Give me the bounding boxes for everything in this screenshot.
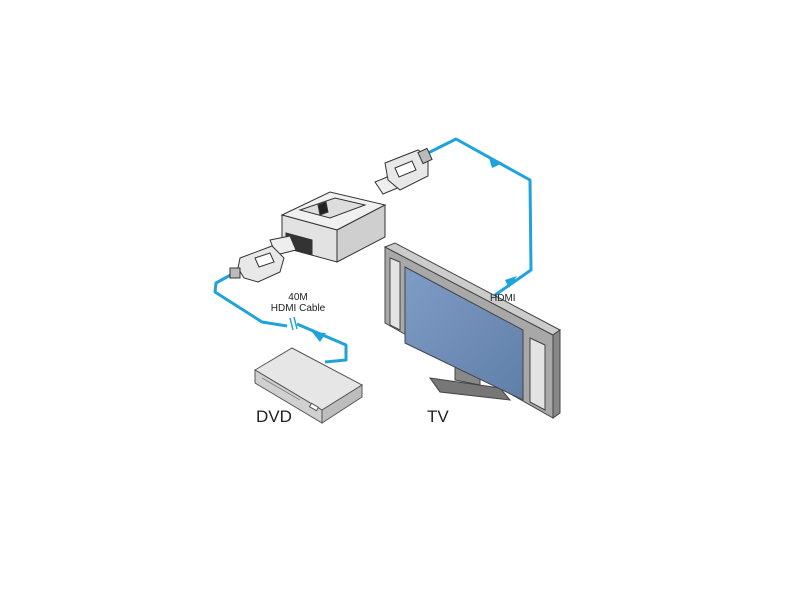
hdmi-cable-lower	[213, 270, 348, 364]
cable-length-label: 40M HDMI Cable	[262, 292, 334, 314]
arrow-up-icon	[312, 332, 326, 342]
tv	[383, 242, 561, 419]
hdmi-connector-upper	[374, 147, 433, 195]
hdmi-connector-lower	[229, 235, 297, 283]
dvd-player	[254, 347, 364, 424]
dvd-label: DVD	[256, 407, 292, 426]
cable-break	[289, 316, 298, 331]
hdmi-label: HDMI	[490, 293, 516, 304]
tv-label: TV	[427, 407, 449, 426]
cable-length: 40M	[288, 292, 308, 303]
hdmi-extender-device	[280, 191, 387, 263]
hdmi-cable-upper	[427, 137, 533, 302]
cable-type: HDMI Cable	[270, 303, 326, 314]
arrow-right-icon	[489, 158, 503, 168]
tv-screen	[404, 266, 524, 401]
arrow-down-icon	[505, 276, 517, 288]
